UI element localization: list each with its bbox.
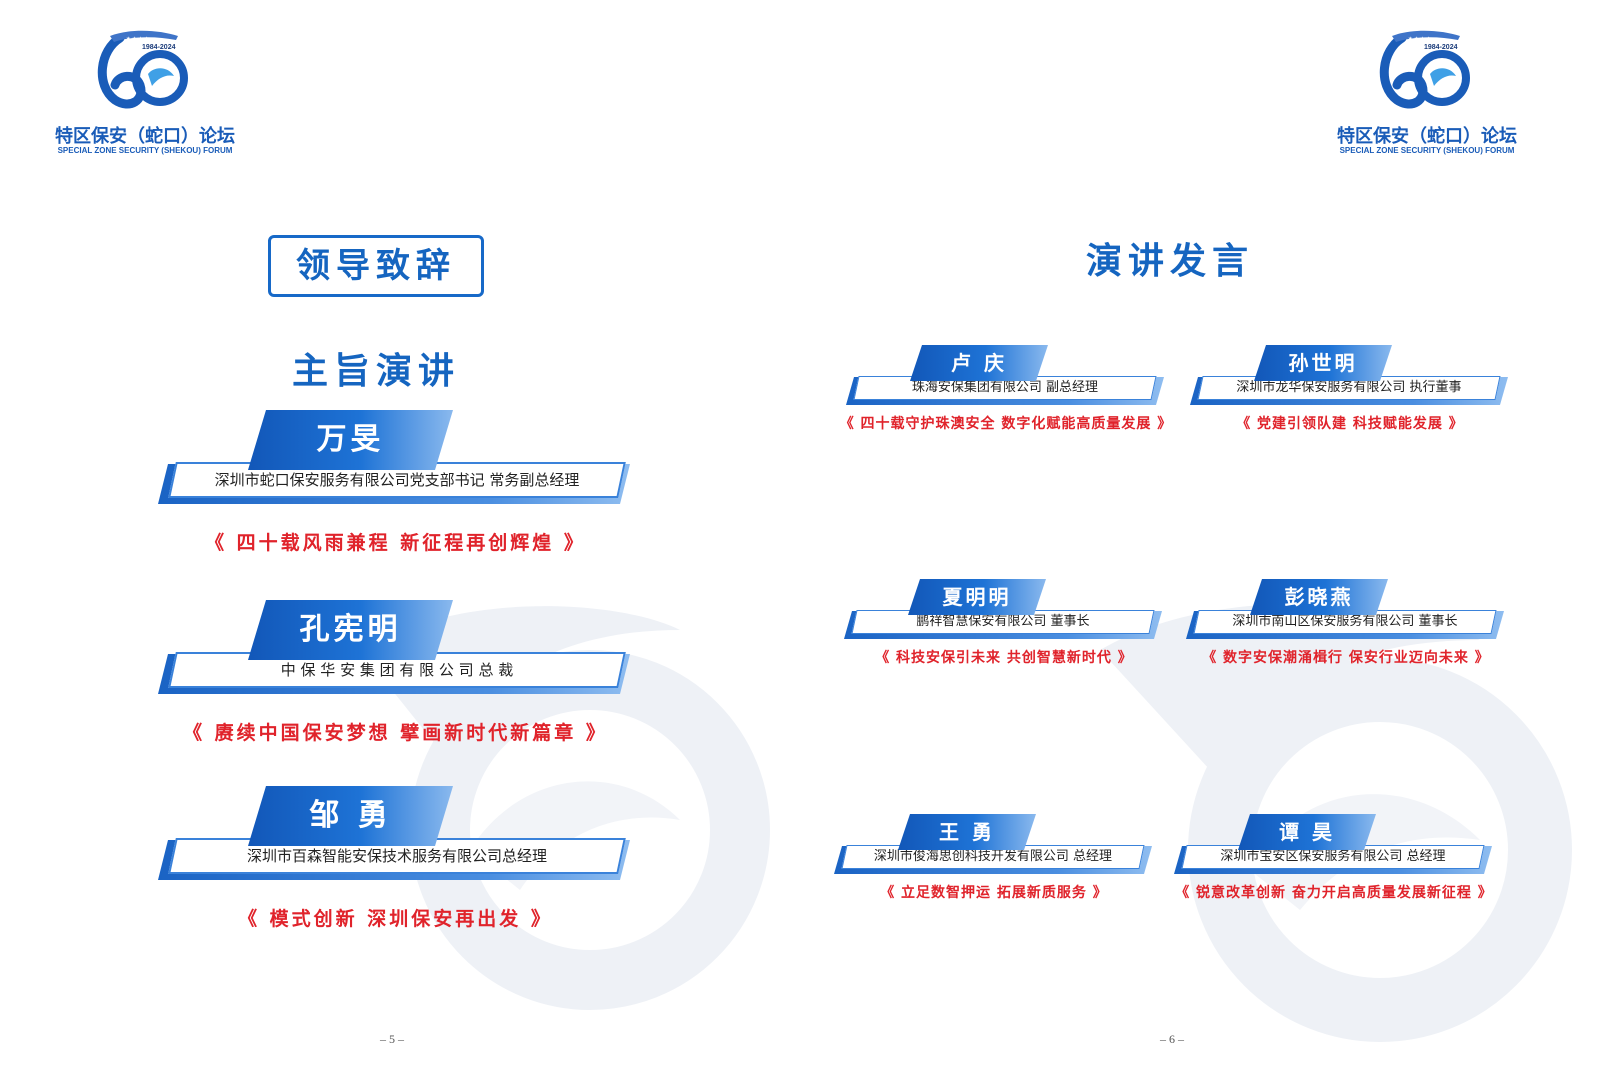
logo-title-cn: 特区保安（蛇口）论坛 (1337, 126, 1517, 147)
speech-topic: 《 锐意改革创新 奋力开启高质量发展新征程 》 (1175, 885, 1493, 901)
speaker-name: 谭 昊 (1238, 814, 1376, 850)
speaker-position: 珠海安保集团有限公司 副总经理 (911, 380, 1099, 395)
speech-topic: 《 四十载守护珠澳安全 数字化赋能高质量发展 》 (839, 416, 1173, 432)
right-page: ★ ★ ★ ★ 1984-2024 特区保安（蛇口）论坛 SPECIAL ZON… (800, 0, 1600, 1089)
speaker-name: 夏明明 (908, 579, 1046, 615)
speech-topic: 《 数字安保潮涌楫行 保安行业迈向未来 》 (1202, 650, 1490, 666)
left-page: ★ ★ ★ ★ 1984-2024 特区保安（蛇口）论坛 SPECIAL ZON… (45, 30, 770, 1046)
forum-logo: ★ ★ ★ ★ 1984-2024 特区保安（蛇口）论坛 SPECIAL ZON… (45, 30, 245, 160)
logo-title-cn: 特区保安（蛇口）论坛 (55, 126, 235, 147)
speaker-name: 卢 庆 (910, 345, 1048, 381)
speaker-card: 珠海安保集团有限公司 副总经理 卢 庆 《 四十载守护珠澳安全 数字化赋能高质量… (840, 345, 1171, 445)
speaker-card: 深圳市龙华保安服务有限公司 执行董事 孙世明 《 党建引领队建 科技赋能发展 》 (1190, 345, 1510, 445)
logo-years: 1984-2024 (1424, 44, 1458, 51)
speaker-position: 中 保 华 安 集 团 有 限 公 司 总 裁 (280, 661, 514, 679)
speaker-name: 孙世明 (1254, 345, 1392, 381)
speech-topic: 《 立足数智押运 拓展新质服务 》 (880, 885, 1108, 901)
sixty-emblem-icon: ★ ★ ★ ★ (1379, 30, 1470, 109)
speaker-name: 孔宪明 (248, 600, 453, 660)
speaker-name: 彭晓燕 (1250, 579, 1388, 615)
speaker-position: 深圳市宝安区保安服务有限公司 总经理 (1220, 849, 1446, 864)
speaker-card: 鹏祥智慧保安有限公司 董事长 夏明明 《 科技安保引未来 共创智慧新时代 》 (844, 579, 1164, 679)
speaker-name: 万旻 (248, 410, 453, 470)
speech-topic: 《 党建引领队建 科技赋能发展 》 (1236, 416, 1464, 432)
speaker-position: 深圳市蛇口保安服务有限公司党支部书记 常务副总经理 (214, 471, 580, 489)
speaker-position: 深圳市南山区保安服务有限公司 董事长 (1232, 614, 1458, 629)
svg-text:★ ★ ★ ★: ★ ★ ★ ★ (126, 36, 149, 42)
section-title-speeches: 演讲发言 (1085, 241, 1254, 282)
speaker-card: 深圳市百森智能安保技术服务有限公司总经理 邹 勇 《 模式创新 深圳保安再出发 … (158, 786, 633, 930)
speaker-position: 鹏祥智慧保安有限公司 董事长 (916, 614, 1090, 629)
logo-title-en: SPECIAL ZONE SECURITY (SHEKOU) FORUM (57, 146, 233, 155)
speaker-position: 深圳市百森智能安保技术服务有限公司总经理 (246, 847, 547, 865)
logo-years: 1984-2024 (142, 44, 176, 51)
logo-title-en: SPECIAL ZONE SECURITY (SHEKOU) FORUM (1339, 146, 1515, 155)
page-number: – 5 – (380, 1032, 404, 1046)
sixty-emblem-icon: ★ ★ ★ ★ (97, 30, 188, 109)
page-number: – 6 – (1160, 1032, 1184, 1046)
speech-topic: 《 赓续中国保安梦想 擘画新时代新篇章 》 (183, 722, 608, 744)
speech-topic: 《 科技安保引未来 共创智慧新时代 》 (875, 650, 1133, 666)
speech-topic: 《 四十载风雨兼程 新征程再创辉煌 》 (205, 532, 586, 554)
section-title-leaders: 领导致辞 (268, 235, 484, 297)
svg-text:★ ★ ★ ★: ★ ★ ★ ★ (1408, 36, 1431, 42)
speaker-card: 中 保 华 安 集 团 有 限 公 司 总 裁 孔宪明 《 赓续中国保安梦想 擘… (158, 600, 633, 744)
speaker-card: 深圳市蛇口保安服务有限公司党支部书记 常务副总经理 万旻 《 四十载风雨兼程 新… (158, 410, 633, 554)
keynote-title: 主旨演讲 (291, 351, 460, 392)
forum-logo: ★ ★ ★ ★ 1984-2024 特区保安（蛇口）论坛 SPECIAL ZON… (1327, 30, 1527, 160)
speaker-card: 深圳市俊海思创科技开发有限公司 总经理 王 勇 《 立足数智押运 拓展新质服务 … (834, 814, 1154, 914)
speech-topic: 《 模式创新 深圳保安再出发 》 (238, 908, 553, 930)
speaker-card: 深圳市宝安区保安服务有限公司 总经理 谭 昊 《 锐意改革创新 奋力开启高质量发… (1174, 814, 1494, 914)
speaker-name: 邹 勇 (248, 786, 453, 846)
speaker-card: 深圳市南山区保安服务有限公司 董事长 彭晓燕 《 数字安保潮涌楫行 保安行业迈向… (1186, 579, 1506, 679)
speaker-name: 王 勇 (898, 814, 1036, 850)
speaker-position: 深圳市龙华保安服务有限公司 执行董事 (1236, 380, 1462, 395)
speaker-position: 深圳市俊海思创科技开发有限公司 总经理 (873, 849, 1113, 864)
